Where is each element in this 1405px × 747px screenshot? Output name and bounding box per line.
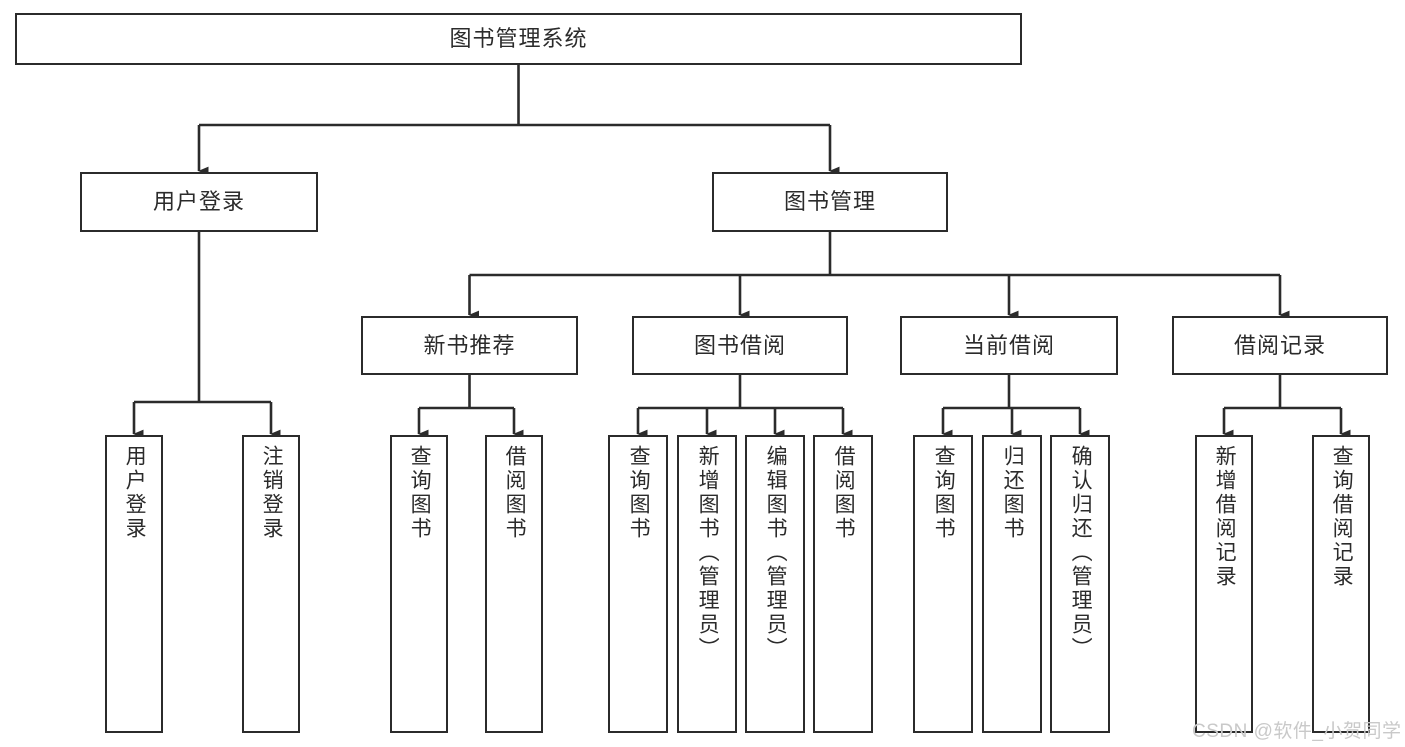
node-l3-new-book-rec[interactable]: 新书推荐 bbox=[361, 316, 578, 375]
node-leaf-leaf-borrow-book-rec[interactable]: 借阅图书 bbox=[485, 435, 543, 733]
node-leaf-leaf-logout[interactable]: 注销登录 bbox=[242, 435, 300, 733]
node-label: 查询图书 bbox=[408, 445, 432, 541]
node-label: 注销登录 bbox=[260, 445, 284, 541]
node-label: 新增图书（管理员） bbox=[696, 445, 720, 661]
node-label: 借阅图书 bbox=[503, 445, 527, 541]
node-l3-borrow-record[interactable]: 借阅记录 bbox=[1172, 316, 1388, 375]
node-leaf-leaf-edit-book[interactable]: 编辑图书（管理员） bbox=[745, 435, 805, 733]
node-leaf-leaf-add-record[interactable]: 新增借阅记录 bbox=[1195, 435, 1253, 733]
node-label: 查询图书 bbox=[932, 445, 956, 541]
node-leaf-leaf-query-book-cur[interactable]: 查询图书 bbox=[913, 435, 973, 733]
node-label: 借阅图书 bbox=[832, 445, 856, 541]
node-label: 当前借阅 bbox=[962, 332, 1055, 358]
node-label: 查询图书 bbox=[627, 445, 651, 541]
node-label: 归还图书 bbox=[1001, 445, 1025, 541]
node-label: 借阅记录 bbox=[1233, 332, 1326, 358]
node-label: 用户登录 bbox=[123, 445, 147, 541]
node-label: 新增借阅记录 bbox=[1213, 445, 1237, 589]
node-l2-user-login[interactable]: 用户登录 bbox=[80, 172, 318, 232]
node-leaf-leaf-user-login[interactable]: 用户登录 bbox=[105, 435, 163, 733]
node-label: 图书管理系统 bbox=[449, 26, 588, 52]
node-leaf-leaf-query-record[interactable]: 查询借阅记录 bbox=[1312, 435, 1370, 733]
node-l3-book-borrow[interactable]: 图书借阅 bbox=[632, 316, 848, 375]
node-root-root[interactable]: 图书管理系统 bbox=[15, 13, 1022, 65]
node-leaf-leaf-add-book[interactable]: 新增图书（管理员） bbox=[677, 435, 737, 733]
node-label: 查询借阅记录 bbox=[1330, 445, 1354, 589]
node-leaf-leaf-query-book-rec[interactable]: 查询图书 bbox=[390, 435, 448, 733]
node-l2-book-manage[interactable]: 图书管理 bbox=[712, 172, 948, 232]
node-label: 用户登录 bbox=[152, 189, 245, 215]
node-label: 图书借阅 bbox=[693, 332, 786, 358]
node-label: 编辑图书（管理员） bbox=[764, 445, 788, 661]
node-leaf-leaf-return-book[interactable]: 归还图书 bbox=[982, 435, 1042, 733]
node-label: 确认归还（管理员） bbox=[1069, 445, 1093, 661]
node-leaf-leaf-borrow-book-bor[interactable]: 借阅图书 bbox=[813, 435, 873, 733]
node-l3-current-borrow[interactable]: 当前借阅 bbox=[900, 316, 1118, 375]
csdn-watermark: CSDN @软件_小贺同学 bbox=[1192, 721, 1402, 742]
node-leaf-leaf-confirm-return[interactable]: 确认归还（管理员） bbox=[1050, 435, 1110, 733]
node-leaf-leaf-query-book-bor[interactable]: 查询图书 bbox=[608, 435, 668, 733]
node-label: 新书推荐 bbox=[423, 332, 516, 358]
node-label: 图书管理 bbox=[783, 189, 876, 215]
